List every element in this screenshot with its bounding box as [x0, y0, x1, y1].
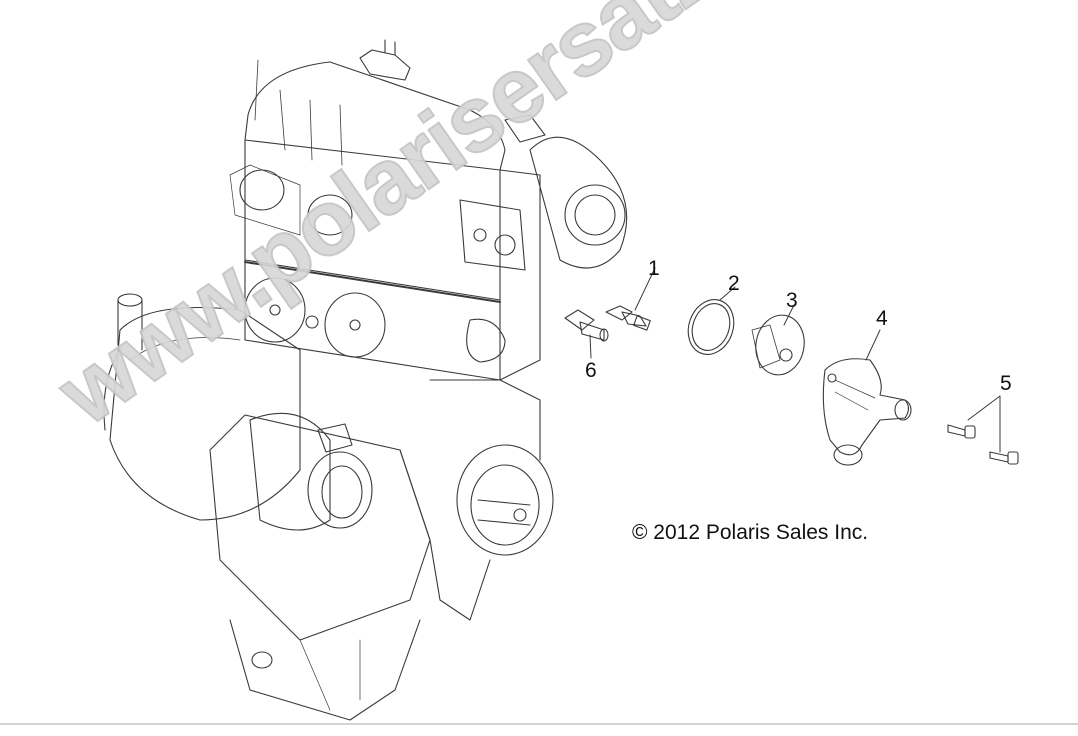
- callout-2: 2: [728, 272, 740, 295]
- callout-1: 1: [648, 257, 660, 280]
- callout-5: 5: [1000, 372, 1012, 395]
- callout-4: 4: [876, 307, 888, 330]
- callout-3: 3: [786, 289, 798, 312]
- bottom-divider: [0, 723, 1078, 725]
- copyright-notice: © 2012 Polaris Sales Inc.: [632, 521, 869, 544]
- callout-6: 6: [585, 359, 597, 382]
